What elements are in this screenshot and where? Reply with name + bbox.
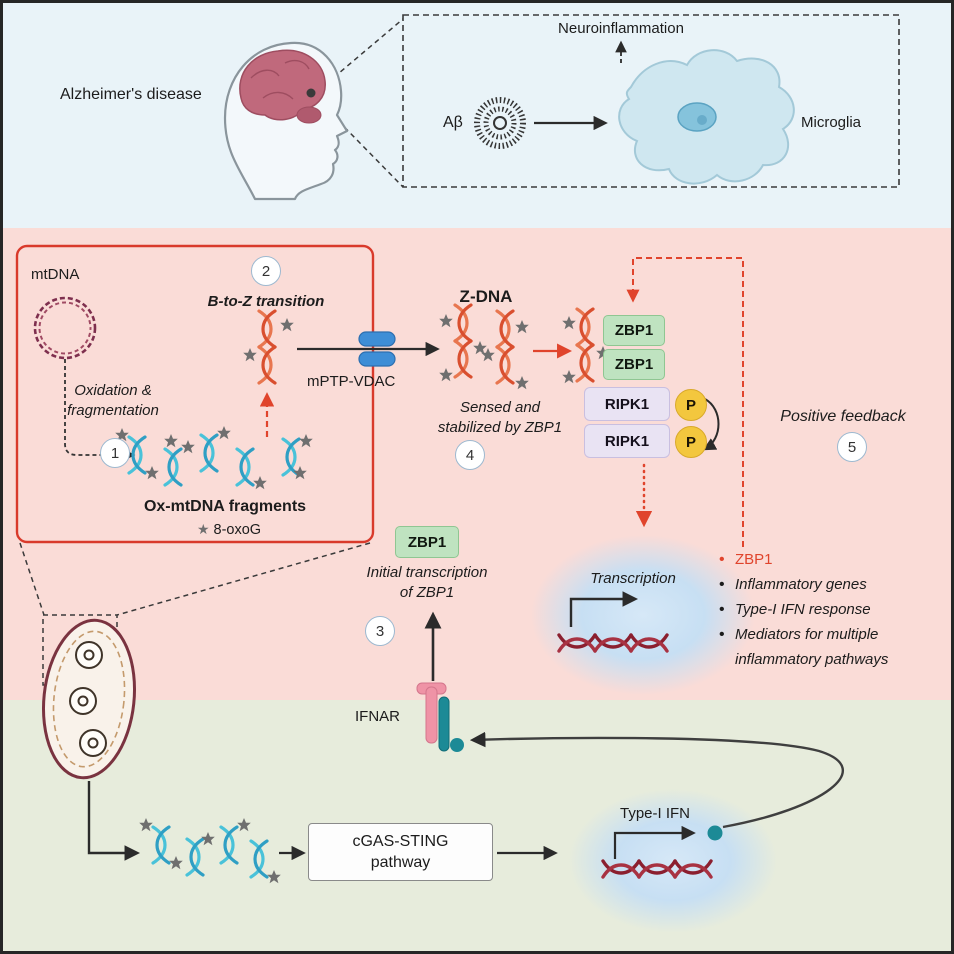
arrow-oxidation-path (64, 359, 136, 461)
list-item-label: Mediators for multiple inflammatory path… (735, 626, 889, 668)
bullet-icon: • (719, 551, 725, 568)
arrow-mito-to-fragments (87, 781, 141, 861)
ripk1-box-1: RIPK1 (584, 387, 670, 421)
ripk1-box-2: RIPK1 (584, 424, 670, 458)
star-icon: ★ (196, 521, 210, 537)
neuroinflammation-label: Neuroinflammation (558, 20, 684, 37)
step-badge-3: 3 (365, 616, 395, 646)
list-item: • Inflammatory genes (719, 572, 931, 597)
b-to-z-helix (259, 311, 275, 383)
microglia-nucleus (677, 102, 717, 132)
ox-mtdna-fragments (115, 426, 313, 490)
zdna-label: Z-DNA (459, 287, 513, 306)
list-item-label: ZBP1 (735, 551, 773, 568)
phospho-circle-1: P (675, 389, 707, 421)
ifnar-label: IFNAR (355, 708, 400, 725)
zbp1-standalone-box: ZBP1 (395, 526, 459, 558)
step-badge-1: 1 (100, 438, 130, 468)
phospho-circle-2: P (675, 426, 707, 458)
oxoG-star-icon (562, 316, 576, 330)
zbp1-box-2: ZBP1 (603, 349, 665, 380)
microglia-label: Microglia (801, 114, 862, 131)
oxoG-star-icon (280, 318, 294, 332)
abeta-label: Aβ (443, 114, 463, 131)
cgas-sting-box: cGAS-STING pathway (308, 823, 493, 881)
diagram-art (15, 14, 900, 933)
feedback-dashed-arrow (626, 257, 744, 547)
sensed-label: Sensed and stabilized by ZBP1 (437, 399, 563, 436)
oxidation-label: Oxidation & fragmentation (67, 382, 159, 419)
list-item-label: Type-I IFN response (735, 601, 871, 618)
step-badge-2: 2 (251, 256, 281, 286)
head-illustration (223, 41, 349, 201)
outcome-list: • ZBP1 • Inflammatory genes • Type-I IFN… (719, 547, 931, 672)
list-item-label: Inflammatory genes (735, 576, 867, 593)
oxoG-star-icon (562, 370, 576, 384)
mtdna-label: mtDNA (31, 266, 80, 283)
list-item: • Type-I IFN response (719, 597, 931, 622)
zbp1-box-1: ZBP1 (603, 315, 665, 346)
list-item: • ZBP1 (719, 547, 931, 572)
z-dna-stars (439, 314, 529, 390)
bullet-icon: • (719, 576, 725, 593)
b-to-z-label: B-to-Z transition (207, 293, 325, 310)
inset-box-top (402, 14, 900, 188)
oxog-label: 8-oxoG (213, 522, 262, 538)
brain-icon (239, 49, 326, 124)
brain-highlight-dot (306, 88, 316, 98)
positive-feedback-label: Positive feedback (780, 408, 906, 425)
type1-ifn-label: Type-I IFN (619, 805, 691, 822)
arrow-phospho-cycle (702, 398, 720, 451)
mitochondrion-icon (41, 618, 137, 780)
ox-mtdna-panel (15, 244, 375, 544)
arrow-transcription (569, 591, 639, 627)
initial-transcription-label: Initial transcription of ZBP1 (366, 564, 488, 601)
microglia-cell (618, 49, 795, 185)
arrow-type1-ifn (613, 825, 696, 859)
cgas-sting-label: cGAS-STING pathway (352, 833, 449, 871)
ox-mtdna-label: Ox-mtDNA fragments (143, 498, 307, 515)
alzheimers-label: Alzheimer's disease (60, 86, 202, 103)
ifn-molecule-dot (450, 738, 464, 752)
ifn-molecule-dot (707, 825, 723, 841)
z-dna-helix-1 (455, 305, 471, 377)
cytosolic-fragments (139, 818, 281, 884)
mptp-vdac-label: mPTP-VDAC (307, 373, 396, 390)
arrow-ifn-to-ifnar (469, 731, 844, 829)
transcription-label: Transcription (590, 570, 676, 587)
amyloid-plaque-icon (474, 97, 526, 149)
oxoG-star-icon (243, 348, 257, 362)
zoom-lines-bottom (19, 542, 371, 616)
z-dna-helix-2 (497, 311, 513, 383)
nucleus-ellipse-1 (531, 535, 755, 695)
mtdna-plasmid-icon (33, 296, 97, 360)
step-badge-4: 4 (455, 440, 485, 470)
zbp1-bound-helix (577, 309, 593, 381)
step-badge-5: 5 (837, 432, 867, 462)
bullet-icon: • (719, 626, 725, 643)
list-item: • Mediators for multiple inflammatory pa… (719, 622, 931, 672)
bullet-icon: • (719, 601, 725, 618)
oxog-legend: ★8-oxoG (197, 519, 261, 540)
mptp-vdac-channel-icon (358, 331, 396, 367)
ifnar-receptor-icon (416, 682, 464, 752)
